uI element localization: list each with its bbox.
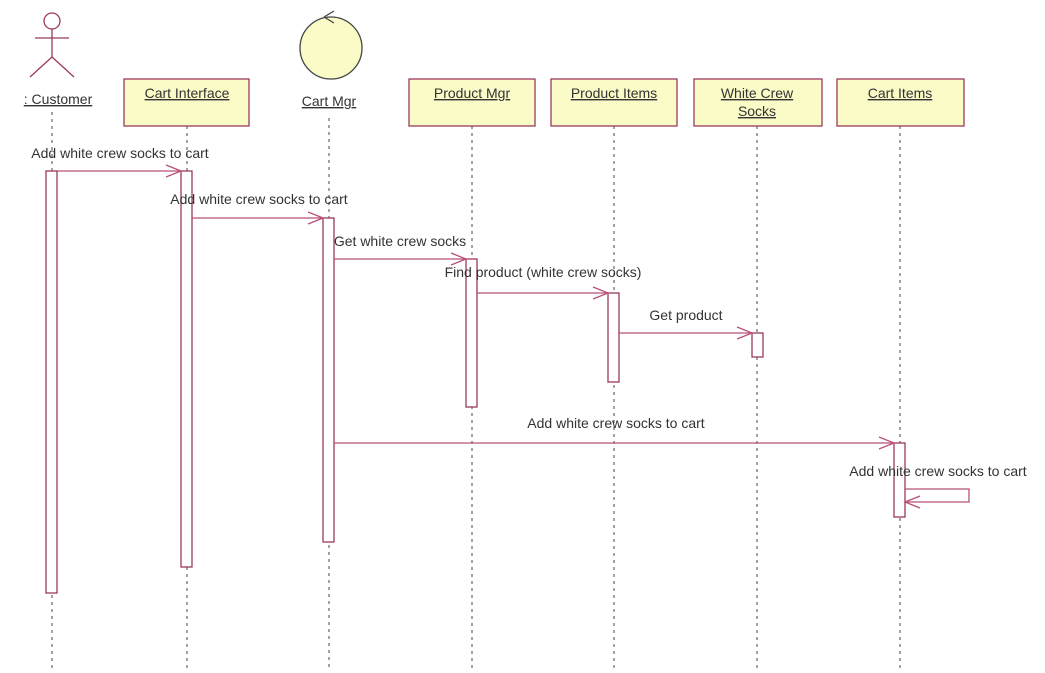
participant-label: Product Mgr	[434, 85, 511, 101]
participant-label: Cart Mgr	[302, 93, 357, 109]
participant-label: Product Items	[571, 85, 657, 101]
participant-cart-interface: Cart Interface	[123, 78, 250, 127]
participant-cart-items: Cart Items	[836, 78, 965, 127]
activation-white-crew-socks	[751, 332, 764, 358]
message-label: Add white crew socks to cart	[527, 415, 705, 431]
activation-cart-interface	[180, 170, 193, 568]
message-arrow: Add white crew socks to cart	[170, 191, 348, 225]
message-arrow: Add white crew socks to cart	[31, 145, 209, 178]
participant-white-crew-socks: White Crew Socks	[693, 78, 823, 127]
activation-customer	[45, 170, 58, 594]
participant-label: : Customer	[24, 91, 93, 107]
message-label: Find product (white crew socks)	[445, 264, 642, 280]
message-arrow: Add white crew socks to cart	[334, 415, 896, 450]
message-label: Add white crew socks to cart	[31, 145, 209, 161]
participant-label-line-1: White Crew	[721, 85, 794, 101]
participant-label: Cart Interface	[145, 85, 230, 101]
participant-label-line-2: Socks	[738, 103, 776, 119]
activation-cart-mgr	[322, 217, 335, 543]
participant-box	[693, 78, 823, 127]
activation-product-mgr	[465, 258, 478, 408]
activation-product-items	[607, 292, 620, 383]
message-label: Get white crew socks	[334, 233, 466, 249]
activation-cart-items	[893, 442, 906, 518]
participant-customer: : Customer	[24, 12, 93, 107]
participant-box	[123, 78, 250, 127]
message-label: Add white crew socks to cart	[170, 191, 348, 207]
participant-box	[408, 78, 536, 127]
message-label: Add white crew socks to cart	[849, 463, 1027, 479]
participant-cart-mgr: Cart Mgr	[299, 10, 363, 109]
participant-label: Cart Items	[868, 85, 933, 101]
message-arrow: Get white crew socks	[334, 233, 468, 266]
actor-icon	[29, 12, 75, 78]
control-icon	[299, 10, 363, 80]
message-label: Get product	[649, 307, 722, 323]
message-arrow: Find product (white crew socks)	[445, 264, 642, 300]
participant-product-mgr: Product Mgr	[408, 78, 536, 127]
self-message-arrow: Add white crew socks to cart	[849, 463, 1027, 509]
message-arrow: Get product	[619, 307, 754, 340]
participant-product-items: Product Items	[550, 78, 678, 127]
participant-box	[550, 78, 678, 127]
participant-box	[836, 78, 965, 127]
